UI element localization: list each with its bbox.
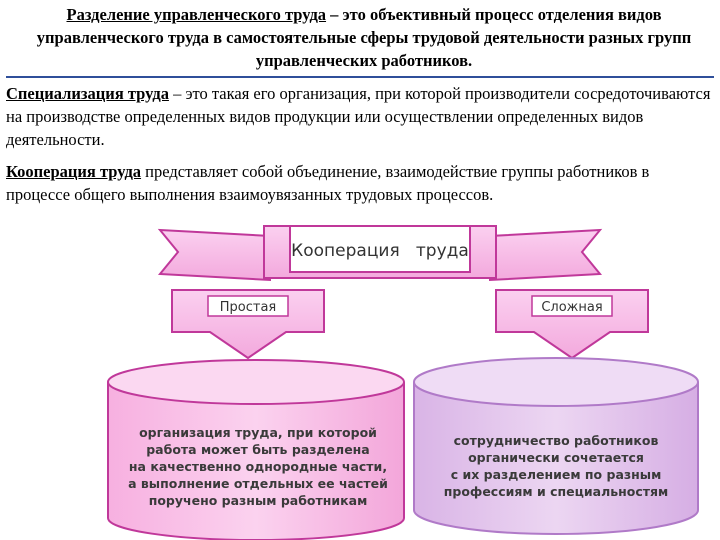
banner-label: Кооперация труда: [291, 241, 469, 261]
left-cylinder-text: организация труда, при которой работа мо…: [118, 424, 398, 509]
specialization-text: – это такая его организация, при которой…: [6, 84, 711, 149]
left-arrow-label: Простая: [220, 300, 277, 315]
left-cylinder-line: поручено разным работникам: [148, 493, 368, 508]
left-cylinder-line: на качественно однородные части,: [128, 459, 388, 474]
left-arrow-label-box: [207, 295, 289, 317]
right-cylinder: [413, 357, 699, 535]
right-cylinder-text: сотрудничество работников органически со…: [422, 432, 690, 500]
left-cylinder: [107, 359, 405, 540]
ribbon-left-tail: [157, 228, 271, 282]
left-cylinder-line: организация труда, при которой: [139, 425, 377, 440]
right-cylinder-line: с их разделением по разным: [450, 467, 662, 482]
right-cylinder-line: сотрудничество работников: [453, 433, 659, 448]
right-cylinder-line: органически сочетается: [468, 450, 644, 465]
left-cylinder-line: работа может быть разделена: [146, 442, 370, 457]
right-cylinder-top: [413, 357, 699, 407]
heading-text: – это объективный процесс отделения видо…: [36, 5, 692, 70]
cooperation-term: Кооперация труда: [6, 162, 142, 181]
right-arrow-label-box: [531, 295, 613, 317]
left-arrow: Простая: [171, 289, 325, 360]
heading-term: Разделение управленческого труда: [66, 5, 327, 24]
divider-line: [6, 76, 714, 78]
heading: Разделение управленческого труда – это о…: [30, 3, 698, 72]
left-cylinder-top: [107, 359, 405, 405]
specialization-term: Специализация труда: [6, 84, 169, 103]
specialization-paragraph: Специализация труда – это такая его орга…: [6, 82, 712, 151]
banner-label-box: [289, 225, 471, 273]
cooperation-text: представляет собой объединение, взаимоде…: [6, 162, 650, 204]
right-cylinder-line: профессиям и специальностям: [443, 484, 669, 499]
ribbon-right-tail: [489, 228, 603, 282]
banner-ribbon: Кооперация труда: [157, 225, 603, 282]
right-arrow: Сложная: [495, 289, 649, 360]
cooperation-paragraph: Кооперация труда представляет собой объе…: [6, 160, 712, 206]
right-arrow-label: Сложная: [541, 300, 602, 315]
left-cylinder-line: а выполнение отдельных ее частей: [128, 476, 388, 491]
